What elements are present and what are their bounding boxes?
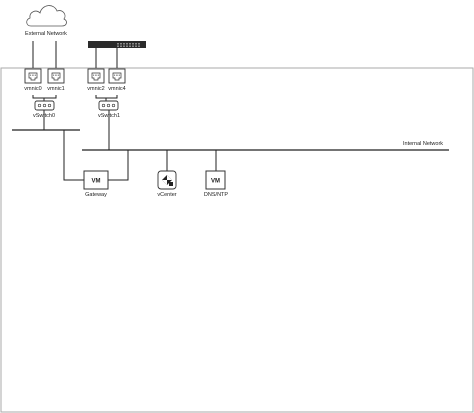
vswitch-icon bbox=[98, 100, 119, 111]
vmnic1-label: vmnic1 bbox=[47, 86, 65, 92]
vmnic0-label: vmnic0 bbox=[24, 86, 42, 92]
links bbox=[12, 41, 449, 181]
host-frame bbox=[0, 67, 474, 413]
physical-switch-icon bbox=[88, 41, 146, 48]
vswitch1-label: vSwitch1 bbox=[97, 113, 121, 119]
nic-port-icon bbox=[108, 68, 126, 84]
nic-port-icon bbox=[47, 68, 65, 84]
vswitch-icon bbox=[34, 100, 55, 111]
vcenter-label: vCenter bbox=[157, 192, 177, 198]
dns-ntp-label: DNS/NTP bbox=[203, 192, 229, 198]
vmnic2-label: vmnic2 bbox=[87, 86, 105, 92]
vmnic4-label: vmnic4 bbox=[108, 86, 126, 92]
team-bracket-1 bbox=[95, 95, 118, 99]
vm-icon: VM bbox=[83, 170, 109, 190]
vm-icon: VM bbox=[205, 170, 226, 190]
nic-port-icon bbox=[87, 68, 105, 84]
gateway-vm-badge: VM bbox=[92, 179, 101, 185]
nic-port-icon bbox=[24, 68, 42, 84]
team-bracket-0 bbox=[32, 95, 57, 99]
vswitch0-label: vSwitch0 bbox=[32, 113, 56, 119]
gateway-label: Gateway bbox=[85, 192, 107, 198]
internal-network-label: Internal Network bbox=[403, 141, 444, 147]
cloud-icon bbox=[26, 5, 67, 27]
dns-vm-badge: VM bbox=[211, 179, 220, 185]
external-network-label: External Network bbox=[25, 31, 67, 37]
vcenter-icon bbox=[157, 170, 177, 190]
